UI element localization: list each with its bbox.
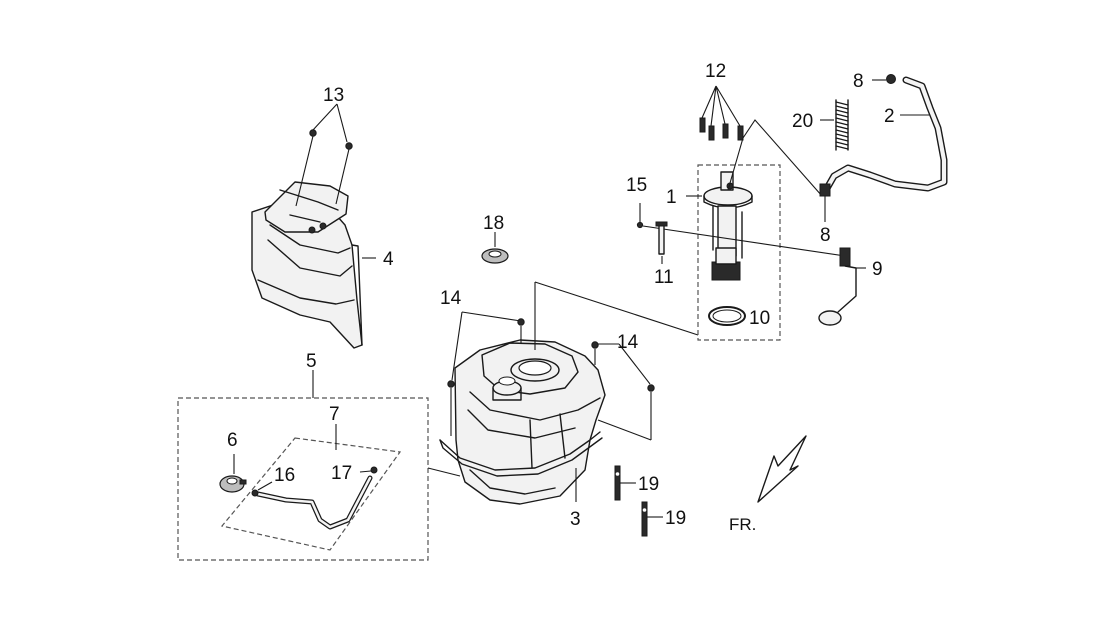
part-13-screws	[295, 103, 353, 207]
callout-16: 16	[274, 465, 295, 486]
callout-4: 4	[383, 249, 394, 270]
part-12-screws	[699, 85, 823, 197]
callout-18: 18	[483, 213, 504, 234]
part-11-bolt	[655, 221, 668, 255]
callout-11: 11	[654, 267, 674, 288]
part-14-bolts	[447, 311, 655, 441]
callout-leaders	[362, 114, 930, 502]
part-9-level-sender	[818, 247, 857, 326]
callout-12: 12	[705, 61, 726, 82]
part-8-hose-clamps	[819, 74, 896, 222]
callout-15: 15	[626, 175, 647, 196]
callout-5: 5	[306, 351, 317, 372]
part-15-pin	[636, 203, 846, 257]
pump-to-tank-leader	[534, 281, 699, 350]
callout-7: 7	[329, 404, 340, 425]
callout-3: 3	[570, 509, 581, 530]
part-7-breather-tube	[220, 424, 402, 551]
callout-9: 9	[872, 259, 883, 280]
part-5-group	[177, 370, 461, 561]
callout-1: 1	[666, 187, 677, 208]
callout-14-right: 14	[617, 332, 639, 353]
part-18-seal-ring	[481, 232, 509, 264]
callout-8-top: 8	[853, 71, 864, 92]
callout-14-left: 14	[440, 288, 462, 309]
part-17-clip	[359, 466, 378, 474]
callout-10: 10	[749, 308, 770, 329]
callout-13: 13	[323, 85, 344, 106]
callout-2: 2	[884, 106, 895, 127]
part-2-fuel-hose	[822, 76, 948, 194]
callout-19-lower: 19	[665, 508, 686, 529]
front-direction-arrow	[757, 435, 807, 503]
part-10-o-ring	[708, 306, 746, 326]
part-3-fuel-tank	[439, 339, 606, 505]
part-16-clip	[251, 481, 273, 497]
part-1-fuel-pump	[697, 164, 781, 341]
part-20-spring	[835, 99, 849, 151]
callout-8-bottom: 8	[820, 225, 831, 246]
callout-17: 17	[331, 463, 352, 484]
part-4-tank-cover	[251, 181, 363, 349]
part-6-breather-cap	[219, 454, 247, 493]
callout-20: 20	[792, 111, 813, 132]
callout-6: 6	[227, 430, 238, 451]
direction-label: FR.	[729, 515, 756, 534]
part-19-clips	[614, 465, 663, 537]
callout-19-upper: 19	[638, 474, 659, 495]
